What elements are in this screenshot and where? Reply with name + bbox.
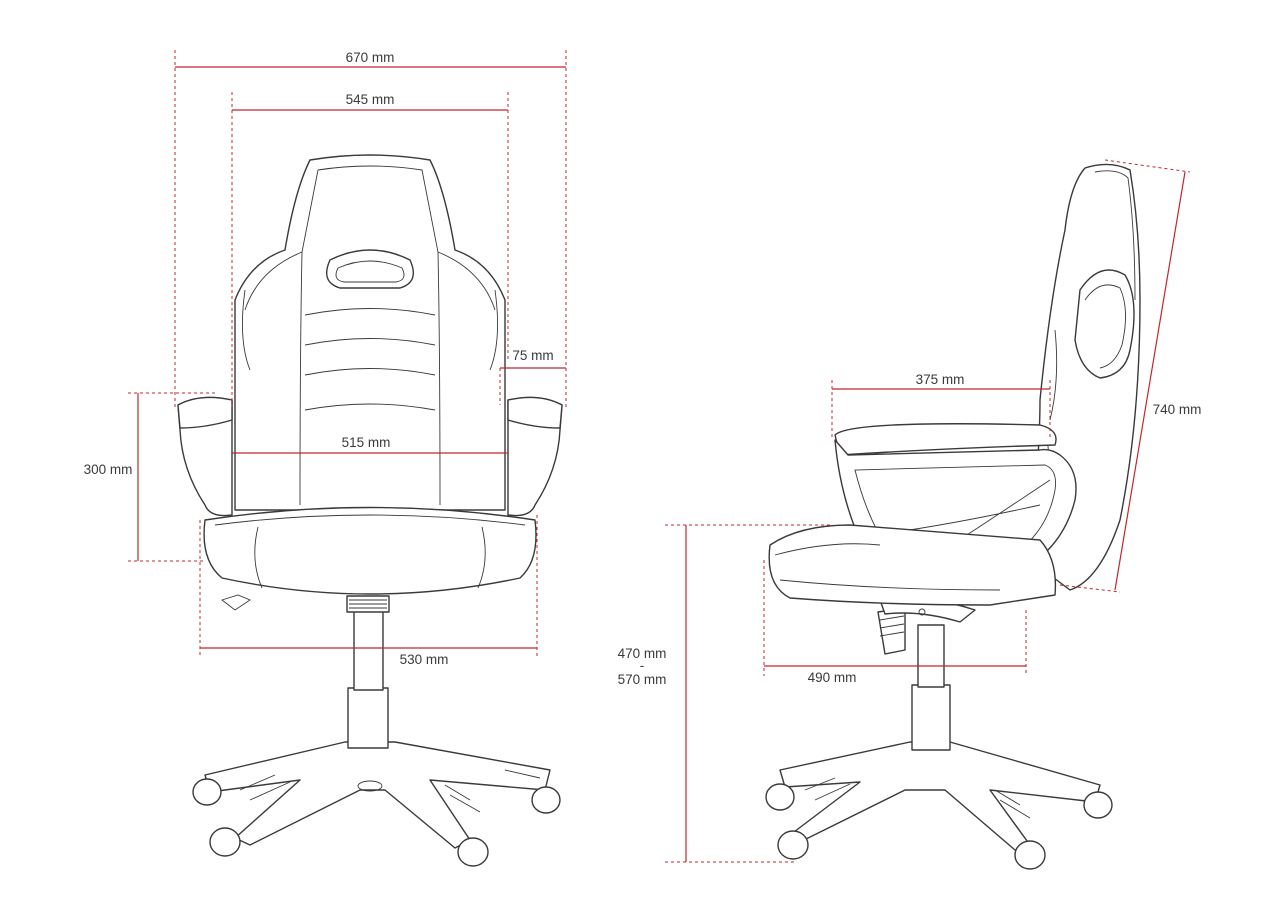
- side-gas-lift: [877, 598, 976, 751]
- dim-seat-depth-label: 490 mm: [808, 670, 857, 685]
- front-wheelbase: [192, 741, 561, 867]
- dim-seat-height-separator: -: [640, 658, 645, 673]
- front-backrest: [234, 154, 506, 511]
- front-view-chair: [177, 154, 563, 867]
- dim-seat-height-max-label: 570 mm: [618, 672, 667, 687]
- front-armrests: [177, 396, 563, 517]
- side-seat: [768, 423, 1077, 606]
- dim-armrest-height-label: 300 mm: [84, 462, 133, 477]
- dim-inner-width-label: 515 mm: [342, 435, 391, 450]
- dim-overall-width-label: 670 mm: [346, 50, 395, 65]
- side-view-chair: [765, 163, 1141, 870]
- front-seat: [203, 506, 537, 611]
- side-wheelbase: [765, 741, 1113, 870]
- dim-backrest-width-label: 545 mm: [346, 92, 395, 107]
- side-dimensions: 375 mm 740 mm 470 mm - 570 mm 490 mm: [618, 159, 1202, 863]
- front-dimensions: 670 mm 545 mm 75 mm 515 mm 300 mm 530 mm: [84, 50, 567, 667]
- dim-seat-depth-top-label: 375 mm: [916, 372, 965, 387]
- dim-seat-width-label: 530 mm: [400, 652, 449, 667]
- front-gas-lift: [346, 595, 390, 749]
- dim-backrest-height-label: 740 mm: [1153, 402, 1202, 417]
- dim-armrest-width-label: 75 mm: [512, 348, 553, 363]
- dim-seat-height-min-label: 470 mm: [618, 646, 667, 661]
